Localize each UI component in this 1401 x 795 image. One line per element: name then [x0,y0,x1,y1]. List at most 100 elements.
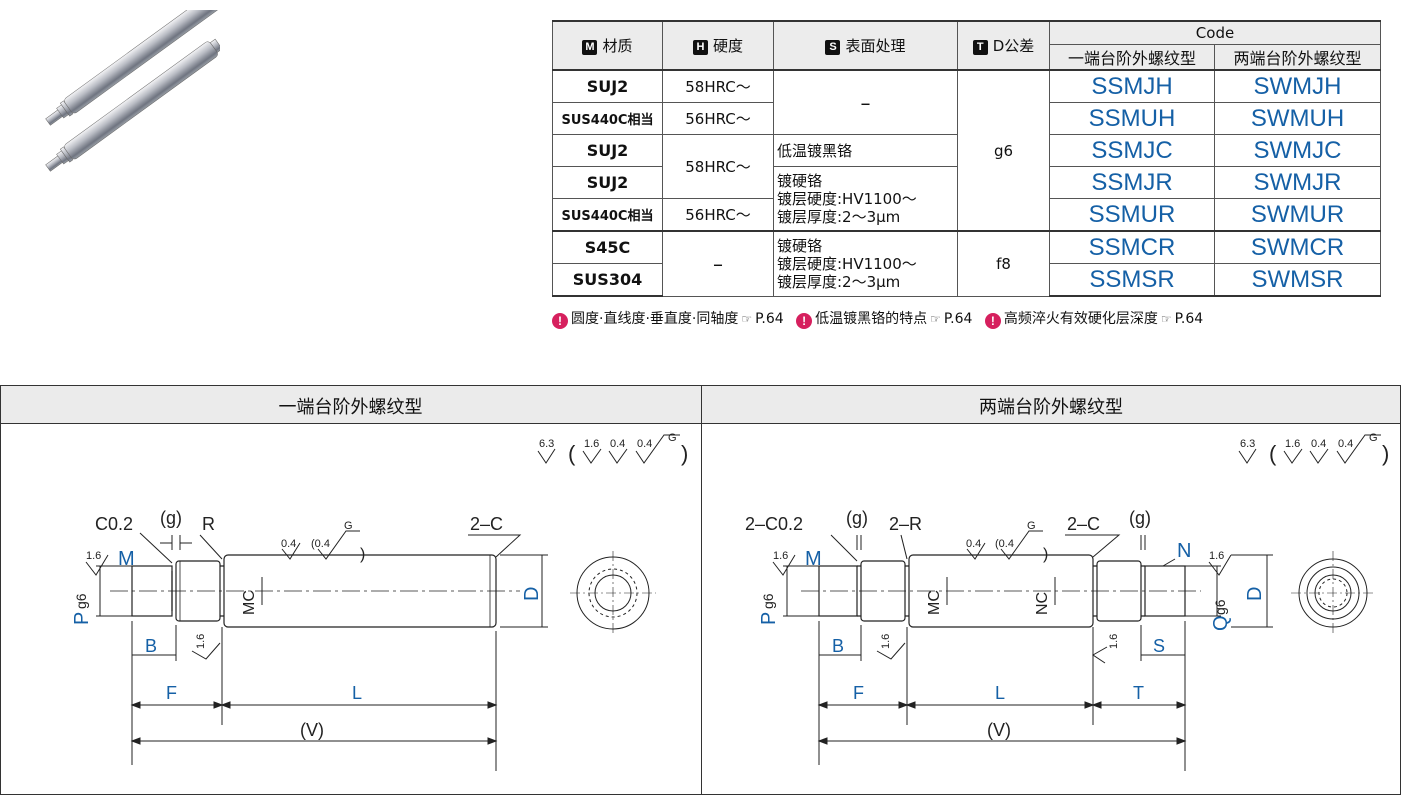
roughness-body-b [317,530,360,560]
svg-text:P: P [758,612,780,625]
roughness-shoulder-right-value: 1.6 [1108,634,1120,649]
leader-end-chamfer [468,534,522,558]
code-cell-single[interactable]: SSMUR [1049,198,1215,232]
note-item[interactable]: !低温镀黑铬的特点☞P.64 [796,311,977,329]
header-hardness-label: 硬度 [712,37,743,55]
tolerance-icon: T [972,40,988,55]
leader-chamfer [139,532,173,564]
dim-lines-FLTV [819,704,1185,742]
cell-material: S45C [552,230,663,264]
label-chamfer: C0.2 [95,514,133,534]
label-Q-g6: Q g6 [1210,599,1232,631]
code-cell-double[interactable]: SWMJC [1214,134,1381,167]
label-radius: R [202,514,215,534]
roughness-thread-right-value: 1.6 [1209,550,1224,562]
roughness-r1: 1.6 [584,438,599,450]
cell-material: SUS440C相当 [552,198,663,232]
code-cell-single[interactable]: SSMJC [1049,134,1215,167]
note-item[interactable]: !高频淬火有效硬化层深度☞P.64 [984,311,1204,329]
label-M: M [118,548,135,570]
label-P-g6: P g6 [71,593,93,625]
cell-surface: 镀硬铬 镀层硬度:HV1100～ 镀层厚度:2～3μm [773,230,958,297]
dim-Q [1185,565,1221,617]
label-F: F [853,683,864,703]
cell-hardness: 56HRC～ [662,102,774,135]
label-D: D [1244,587,1266,601]
code-cell-double[interactable]: SWMUH [1214,102,1381,135]
notes-row: !圆度·直线度·垂直度·同轴度☞P.64 !低温镀黑铬的特点☞P.64 !高频淬… [552,308,1211,329]
note-page[interactable]: P.64 [1174,311,1204,327]
hardness-icon: H [692,40,708,55]
roughness-legend: 6.3 ( 1.6 0.4 0.4 G ) [537,432,688,466]
surface-line: 镀层硬度:HV1100～ [777,189,917,208]
roughness-r2: 0.4 [610,438,625,450]
cell-surface: 低温镀黑铬 [773,134,958,167]
note-page[interactable]: P.64 [755,311,784,327]
drawing-double-end: 6.3 ( 1.6 0.4 0.4 G ) 2–C0.2 (g) [745,432,1389,771]
label-B: B [145,636,157,656]
surface-line: 镀硬铬 [777,236,823,255]
label-T: T [1133,683,1144,703]
label-F: F [166,683,177,703]
code-cell-single[interactable]: SSMUH [1049,102,1215,135]
cell-material: SUJ2 [552,69,663,103]
dim-S [1140,621,1186,771]
code-cell-double[interactable]: SWMJR [1214,166,1381,199]
note-page[interactable]: P.64 [943,311,973,327]
roughness-shoulder [191,642,221,660]
code-cell-double[interactable]: SWMJH [1214,69,1381,103]
code-cell-double[interactable]: SWMUR [1214,198,1381,232]
cell-material: SUJ2 [552,134,663,167]
leader-N [1162,558,1176,567]
code-cell-single[interactable]: SSMSR [1049,263,1215,297]
dim-extension-lines [906,627,1094,725]
cell-tolerance: g6 [957,69,1050,232]
roughness-thread-value: 1.6 [86,550,101,562]
cell-material: SUJ2 [552,166,663,199]
svg-text:MC: MC [926,590,943,615]
surface-line: 镀层硬度:HV1100～ [777,254,917,273]
shaft-image-lower [45,38,220,172]
label-chamfer: 2–C0.2 [745,514,803,534]
label-L: L [352,683,362,703]
cell-material: SUS440C相当 [552,102,663,135]
note-item[interactable]: !圆度·直线度·垂直度·同轴度☞P.64 [552,311,788,329]
shaft-image-upper [45,10,220,126]
roughness-thread [85,554,109,576]
code-cell-double[interactable]: SWMCR [1214,230,1381,264]
header-tolerance-label: D公差 [992,37,1035,55]
drawing-single-end: 6.3 ( 1.6 0.4 0.4 G ) C0.2 (g [71,432,688,771]
dim-extension-lines [221,627,497,771]
label-D: D [521,587,543,601]
note-text: 高频淬火有效硬化层深度 [1003,311,1158,327]
code-cell-single[interactable]: SSMJH [1049,69,1215,103]
note-text: 低温镀黑铬的特点 [815,311,928,327]
svg-text:NC: NC [1034,592,1051,615]
groove-dim [160,535,192,550]
header-material-label: 材质 [602,37,633,55]
section-title-double: 两端台阶外螺纹型 [979,397,1123,418]
paren-close: ) [1382,441,1389,466]
code-cell-single[interactable]: SSMCR [1049,230,1215,264]
label-B: B [832,636,844,656]
paren-close: ) [681,441,688,466]
frame-top [0,385,1401,386]
roughness-body-b-value: (0.4 [995,538,1014,550]
svg-text:MC: MC [241,590,258,615]
pointing-hand-icon: ☞ [1160,312,1172,326]
code-cell-double[interactable]: SWMSR [1214,263,1381,297]
roughness-body-a [281,542,301,560]
code-cell-single[interactable]: SSMJR [1049,166,1215,199]
exclamation-icon: ! [796,313,813,329]
roughness-g: G [1369,432,1378,444]
drawings-area: 一端台阶外螺纹型 两端台阶外螺纹型 6.3 ( 1.6 0.4 0.4 G ) [0,385,1401,795]
dim-arrows [130,701,498,745]
paren-open: ( [568,441,576,466]
dim-D [500,554,548,628]
material-icon: M [582,40,598,55]
header-surface-label: 表面处理 [845,37,906,55]
pointing-hand-icon: ☞ [741,312,753,326]
roughness-r2: 0.4 [1311,438,1326,450]
